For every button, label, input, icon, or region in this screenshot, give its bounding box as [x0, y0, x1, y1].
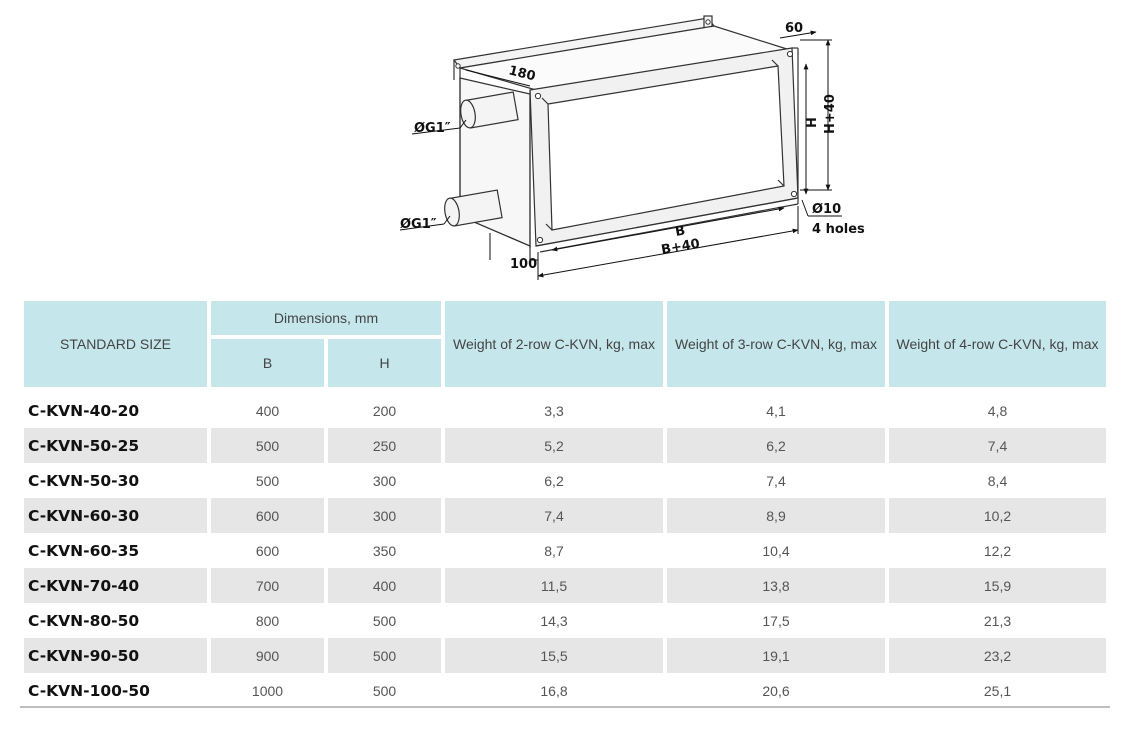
- cell-h: 400: [328, 568, 441, 603]
- header-h: H: [328, 335, 441, 387]
- header-weight-3row: Weight of 3-row C-KVN, kg, max: [667, 301, 885, 387]
- cell-code: C-KVN-60-35: [28, 541, 140, 560]
- dim-height-inner: H: [805, 117, 820, 128]
- cell-h: 300: [328, 498, 441, 533]
- cell-weight-4row: 15,9: [889, 568, 1106, 603]
- cell-b: 500: [255, 472, 280, 489]
- cell-weight-2row: 16,8: [540, 682, 568, 699]
- table-row: C-KVN-50-30 500 300 6,2 7,4 8,4: [24, 463, 1106, 498]
- technical-drawing: 60 180 ØG1″ ØG1″ H H+40 B B+40 Ø10 4 hol…: [380, 8, 900, 290]
- cell-weight-4row: 25,1: [983, 682, 1012, 699]
- cell-weight-3row: 6,2: [667, 428, 885, 463]
- cell-weight-2row: 11,5: [445, 568, 663, 603]
- dim-inlet-pipe: ØG1″: [414, 121, 451, 136]
- cell-weight-2row: 15,5: [445, 638, 663, 673]
- cell-weight-4row: 12,2: [983, 542, 1012, 559]
- table-row: C-KVN-60-35 600 350 8,7 10,4 12,2: [24, 533, 1106, 568]
- cell-h: 200: [328, 387, 441, 428]
- dim-width-outer: B+40: [660, 236, 701, 258]
- table-row: C-KVN-100-50 1000 500 16,8 20,6 25,1: [24, 673, 1106, 708]
- cell-weight-2row: 14,3: [540, 612, 568, 629]
- cell-weight-2row: 6,2: [544, 472, 564, 489]
- table-bottom-rule: [20, 706, 1110, 708]
- dim-holes-count: 4 holes: [812, 222, 865, 237]
- cell-b: 800: [255, 612, 280, 629]
- cell-weight-2row: 5,2: [445, 428, 663, 463]
- cell-b: 600: [255, 542, 280, 559]
- cell-weight-4row: 7,4: [889, 428, 1106, 463]
- header-standard-size: STANDARD SIZE: [24, 301, 207, 387]
- dim-outlet-pipe: ØG1″: [400, 217, 437, 232]
- cell-b: 1000: [251, 682, 284, 699]
- cell-h: 500: [372, 682, 397, 699]
- cell-weight-4row: 10,2: [889, 498, 1106, 533]
- cell-h: 300: [372, 472, 397, 489]
- dim-bottom-offset: 100: [510, 257, 537, 272]
- cell-weight-3row: 13,8: [667, 568, 885, 603]
- cell-h: 500: [328, 638, 441, 673]
- cell-code: C-KVN-40-20: [24, 387, 207, 428]
- cell-weight-3row: 4,1: [667, 387, 885, 428]
- cell-weight-3row: 8,9: [667, 498, 885, 533]
- cell-b: 700: [211, 568, 324, 603]
- cell-weight-3row: 17,5: [762, 612, 790, 629]
- dim-hole-diameter: Ø10: [812, 202, 841, 217]
- cell-code: C-KVN-90-50: [24, 638, 207, 673]
- duct-heater-sketch: 60 180 ØG1″ ØG1″ H H+40 B B+40 Ø10 4 hol…: [399, 15, 865, 280]
- cell-b: 900: [211, 638, 324, 673]
- dim-width-inner: B: [674, 223, 686, 239]
- cell-weight-2row: 8,7: [544, 542, 564, 559]
- cell-code: C-KVN-70-40: [24, 568, 207, 603]
- dim-top-offset: 60: [785, 21, 803, 36]
- cell-h: 350: [372, 542, 397, 559]
- dimension-lines: [465, 30, 832, 280]
- specification-table: STANDARD SIZE Dimensions, mm Weight of 2…: [20, 301, 1110, 708]
- cell-code: C-KVN-50-25: [24, 428, 207, 463]
- cell-h: 250: [328, 428, 441, 463]
- pipe-connections: [444, 91, 519, 227]
- header-weight-2row: Weight of 2-row C-KVN, kg, max: [445, 301, 663, 387]
- cell-weight-4row: 8,4: [987, 472, 1008, 489]
- dim-height-outer: H+40: [823, 94, 838, 134]
- cell-weight-4row: 4,8: [889, 387, 1106, 428]
- cell-weight-2row: 7,4: [445, 498, 663, 533]
- cell-code: C-KVN-50-30: [28, 471, 140, 490]
- dim-depth: 180: [507, 63, 537, 84]
- cell-weight-3row: 19,1: [667, 638, 885, 673]
- header-dimensions: Dimensions, mm: [211, 301, 441, 335]
- cell-weight-3row: 20,6: [762, 682, 790, 699]
- leader-lines: [399, 119, 842, 231]
- cell-weight-3row: 7,4: [766, 472, 786, 489]
- header-weight-4row: Weight of 4-row C-KVN, kg, max: [889, 301, 1106, 387]
- cell-weight-4row: 23,2: [889, 638, 1106, 673]
- cell-code: C-KVN-80-50: [28, 611, 140, 630]
- cell-h: 500: [372, 612, 397, 629]
- cell-code: C-KVN-100-50: [28, 681, 150, 700]
- housing-outline: [452, 15, 799, 260]
- cell-code: C-KVN-60-30: [24, 498, 207, 533]
- header-b: B: [211, 335, 324, 387]
- table-row: C-KVN-80-50 800 500 14,3 17,5 21,3: [24, 603, 1106, 638]
- cell-b: 400: [211, 387, 324, 428]
- cell-weight-2row: 3,3: [445, 387, 663, 428]
- cell-weight-3row: 10,4: [762, 542, 790, 559]
- cell-b: 500: [211, 428, 324, 463]
- cell-weight-4row: 21,3: [983, 612, 1012, 629]
- cell-b: 600: [211, 498, 324, 533]
